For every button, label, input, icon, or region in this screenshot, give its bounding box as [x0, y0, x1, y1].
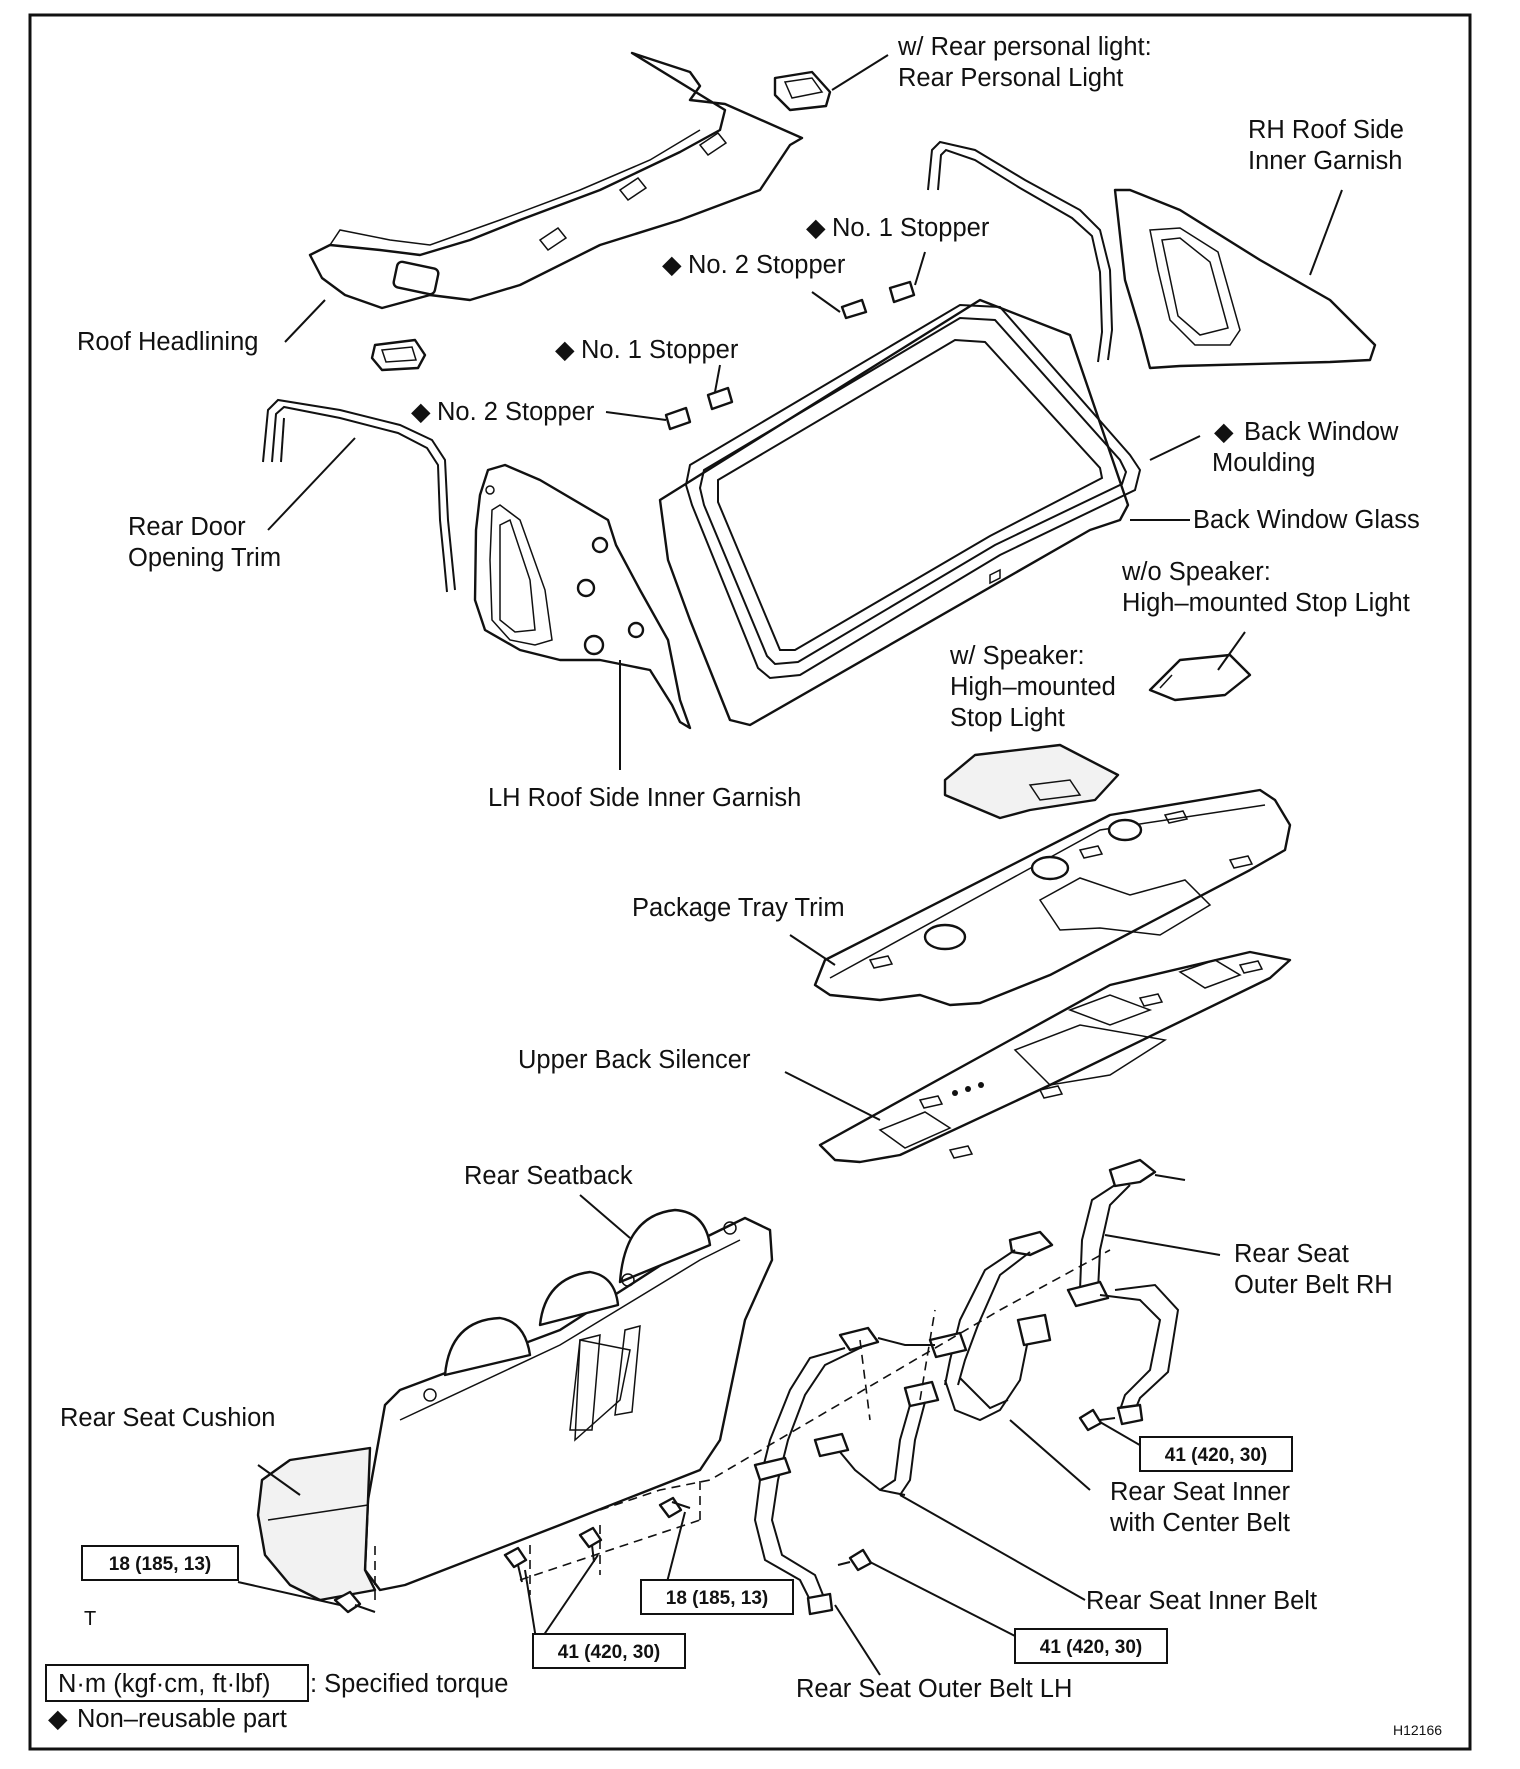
label-no1-stopper-upper: No. 1 Stopper — [832, 214, 990, 242]
stop-light-wo-speaker-part — [1148, 653, 1252, 702]
label-w-speaker-stop-light-line1: High–mounted — [950, 673, 1116, 701]
label-rear-seat-inner-center-line1: Rear Seat Inner — [1110, 1478, 1291, 1506]
label-wo-speaker: w/o Speaker: — [1121, 558, 1271, 586]
label-rear-seat-outer-belt-rh-line2: Outer Belt RH — [1234, 1271, 1393, 1299]
label-rear-seatback: Rear Seatback — [464, 1162, 633, 1190]
label-rear-door-trim-line1: Rear Door — [128, 513, 246, 541]
back-window-glass-part — [658, 298, 1130, 727]
label-back-window-moulding-line1: Back Window — [1244, 418, 1399, 446]
label-rear-seat-outer-belt-rh-line1: Rear Seat — [1234, 1240, 1349, 1268]
black-diamond-icon: ◆ — [806, 214, 826, 242]
leader-lines — [237, 54, 1343, 1676]
label-w-speaker-stop-light-line2: Stop Light — [950, 704, 1065, 732]
label-rh-roof-side-garnish-line2: Inner Garnish — [1248, 147, 1403, 175]
torque-box-seatback-center — [640, 1579, 794, 1615]
label-no2-stopper-lower: No. 2 Stopper — [437, 398, 595, 426]
label-rear-personal-light: Rear Personal Light — [898, 64, 1123, 92]
no2-stopper-upper-shape — [840, 298, 868, 320]
rear-personal-light-part — [773, 70, 832, 112]
roof-headlining-part — [308, 51, 804, 310]
torque-box-seatback-bottom — [532, 1633, 686, 1669]
torque-lh-belt: 41 (420, 30) — [1040, 1637, 1142, 1658]
legend-torque-unit-description: : Specified torque — [310, 1670, 508, 1698]
label-rear-seat-inner-center-line2: with Center Belt — [1109, 1509, 1290, 1537]
stop-light-w-speaker-part — [943, 743, 1120, 820]
label-rear-seat-inner-belt: Rear Seat Inner Belt — [1086, 1587, 1317, 1615]
label-back-window-moulding-line2: Moulding — [1212, 449, 1315, 477]
label-no1-stopper-lower: No. 1 Stopper — [581, 336, 739, 364]
label-back-window-glass: Back Window Glass — [1193, 506, 1420, 534]
legend-torque-unit: N·m (kgf·cm, ft·lbf) — [58, 1670, 270, 1698]
torque-box-lh-belt — [1014, 1628, 1168, 1664]
rear-seat-inner-center-belt-part — [928, 1230, 1054, 1422]
label-lh-roof-side-garnish: LH Roof Side Inner Garnish — [488, 784, 801, 812]
bolt-icon — [658, 1496, 691, 1519]
torque-seatback-center: 18 (185, 13) — [666, 1588, 768, 1609]
torque-boxes: 41 (420, 30) 18 (185, 13) 18 (185, 13) 4… — [81, 1436, 1293, 1669]
bolt-icon — [578, 1526, 603, 1563]
black-diamond-icon: ◆ — [555, 336, 575, 364]
black-diamond-icon: ◆ — [48, 1705, 68, 1733]
rh-trim-strip-part — [927, 140, 1114, 363]
torque-cushion-left: 18 (185, 13) — [109, 1554, 211, 1575]
black-diamond-icon: ◆ — [411, 398, 431, 426]
torque-seatback-bottom: 41 (420, 30) — [558, 1642, 660, 1663]
label-wo-speaker-stop-light: High–mounted Stop Light — [1122, 589, 1410, 617]
no1-stopper-upper-shape — [888, 280, 916, 304]
label-rear-seat-cushion: Rear Seat Cushion — [60, 1404, 275, 1432]
back-window-moulding-part — [684, 303, 1142, 680]
torque-box-cushion — [81, 1545, 239, 1581]
label-package-tray-trim: Package Tray Trim — [632, 894, 845, 922]
rear-seat-cushion-part — [256, 1446, 377, 1602]
legend-unit-box — [45, 1664, 309, 1702]
rear-door-opening-trim-part — [262, 398, 456, 593]
label-no2-stopper-upper: No. 2 Stopper — [688, 251, 846, 279]
legend: N·m (kgf·cm, ft·lbf) : Specified torque … — [45, 1664, 508, 1733]
rear-seat-outer-belt-lh-part — [753, 1326, 935, 1616]
label-roof-headlining: Roof Headlining — [77, 328, 258, 356]
label-rh-roof-side-garnish-line1: RH Roof Side — [1248, 116, 1404, 144]
diagram-id: H12166 — [1393, 1722, 1442, 1738]
no2-stopper-lower-shape — [664, 406, 692, 431]
headlining-clip-part — [370, 338, 427, 372]
bolt-icon — [837, 1548, 873, 1572]
upper-back-silencer-part — [818, 950, 1292, 1164]
rh-roof-side-inner-garnish-part — [1113, 188, 1377, 370]
installation-guide-dashes — [374, 1249, 1111, 1600]
bolt-icon — [333, 1590, 376, 1614]
stopper-parts — [664, 280, 916, 431]
belt-bolt-icons — [837, 1408, 1116, 1572]
label-rear-personal-light-condition: w/ Rear personal light: — [897, 33, 1152, 61]
package-tray-trim-part — [813, 788, 1292, 1007]
lh-roof-side-inner-garnish-part — [473, 463, 692, 730]
label-w-speaker: w/ Speaker: — [949, 642, 1085, 670]
torque-box-rh-belt — [1139, 1436, 1293, 1472]
black-diamond-icon: ◆ — [662, 251, 682, 279]
label-rear-door-trim-line2: Opening Trim — [128, 544, 281, 572]
no1-stopper-lower-shape — [706, 386, 734, 411]
callout-labels: w/ Rear personal light: Rear Personal Li… — [60, 33, 1420, 1703]
black-diamond-icon: ◆ — [1214, 418, 1234, 446]
bolt-icon — [503, 1546, 528, 1583]
rear-seatback-part — [363, 1208, 774, 1592]
label-upper-back-silencer: Upper Back Silencer — [518, 1046, 751, 1074]
legend-non-reusable-part: Non–reusable part — [77, 1705, 287, 1733]
torque-rh-belt: 41 (420, 30) — [1165, 1445, 1267, 1466]
label-t-mark: T — [84, 1608, 96, 1630]
label-rear-seat-outer-belt-lh: Rear Seat Outer Belt LH — [796, 1675, 1072, 1703]
seat-bolt-icons — [333, 1496, 691, 1614]
rear-seat-outer-belt-rh-part — [1066, 1158, 1186, 1426]
frame-border — [28, 13, 1472, 1751]
